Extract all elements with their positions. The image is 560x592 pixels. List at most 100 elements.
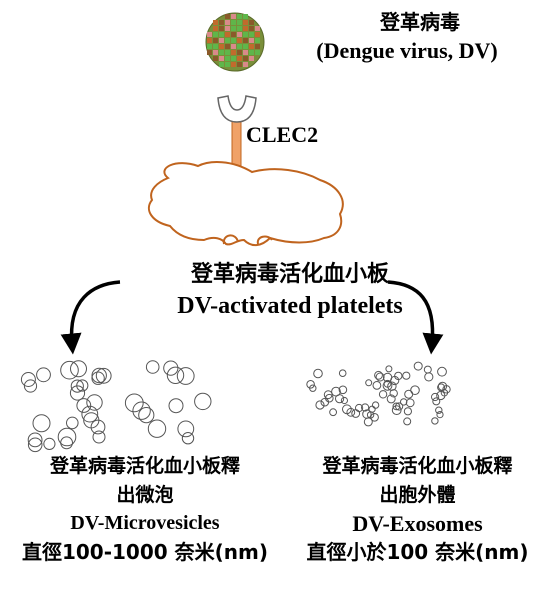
microvesicle <box>181 432 195 445</box>
exosomes-name-zh: 出胞外體 <box>379 484 456 506</box>
exosome <box>387 381 397 391</box>
microvesicle <box>32 414 51 433</box>
exosome <box>410 385 420 396</box>
virus-capsid-tile <box>249 20 254 25</box>
clec2-receptor-icon <box>217 95 257 175</box>
microvesicle <box>95 367 112 384</box>
virus-name-zh: 登革病毒 <box>380 10 460 34</box>
virus-capsid-tile <box>231 56 236 61</box>
virus-capsid-tile <box>231 62 236 67</box>
exosome <box>361 403 370 412</box>
microvesicle <box>168 398 184 414</box>
exosome <box>351 409 361 418</box>
exosome <box>335 394 345 404</box>
exosome <box>382 380 393 391</box>
virus-capsid-tile <box>243 50 248 55</box>
virus-capsid-tile <box>243 14 248 19</box>
exosome <box>372 381 382 390</box>
virus-capsid-tile <box>231 44 236 49</box>
virus-capsid-tile <box>237 38 242 43</box>
exosome <box>395 402 404 411</box>
virus-capsid-tile <box>243 26 248 31</box>
microvesicle <box>86 394 103 411</box>
exosome <box>436 411 444 419</box>
microvesicle <box>69 385 86 401</box>
exosome <box>378 390 388 399</box>
exosome <box>371 401 380 409</box>
exosomes-size: 直徑小於100 奈米(nm) <box>306 540 529 564</box>
virus-capsid-tile <box>225 26 230 31</box>
microvesicle <box>124 393 144 413</box>
exosome <box>437 366 447 377</box>
exosome <box>389 389 398 398</box>
virus-capsid-tile <box>213 38 218 43</box>
virus-capsid-tile <box>231 26 236 31</box>
virus-capsid-tile <box>237 20 242 25</box>
exosome-cluster <box>306 361 451 427</box>
exosome <box>374 370 383 380</box>
virus-capsid-tile <box>231 50 236 55</box>
exosome <box>442 385 451 394</box>
microvesicle <box>60 360 79 380</box>
microvesicle <box>145 360 160 374</box>
microvesicles-name-zh: 出微泡 <box>116 484 174 506</box>
exosome <box>423 365 432 374</box>
virus-capsid-tile <box>237 26 242 31</box>
exosome <box>391 405 402 416</box>
exosome <box>394 371 403 381</box>
exosome <box>432 397 441 406</box>
exosome <box>340 396 348 405</box>
microvesicle <box>90 419 106 435</box>
microvesicle-cluster <box>20 360 212 453</box>
exosomes-description-zh: 登革病毒活化血小板釋 <box>322 455 513 477</box>
exosome <box>405 398 415 408</box>
virus-capsid-tile <box>237 44 242 49</box>
exosome <box>403 417 412 426</box>
virus-capsid-tile <box>219 38 224 43</box>
virus-capsid-tile <box>219 44 224 49</box>
virus-capsid-tile <box>249 56 254 61</box>
arrow-to-microvesicles <box>60 280 121 355</box>
virus-capsid-tile <box>249 26 254 31</box>
exosome <box>338 385 348 395</box>
virus-capsid-tile <box>213 56 218 61</box>
microvesicle <box>138 407 155 424</box>
microvesicle <box>176 367 195 385</box>
virus-capsid-tile <box>213 32 218 37</box>
exosome <box>385 365 393 373</box>
virus-capsid-tile <box>207 44 212 49</box>
virus-capsid-tile <box>243 44 248 49</box>
microvesicle <box>57 427 77 447</box>
microvesicle <box>177 420 195 438</box>
dengue-virus-icon <box>205 12 265 72</box>
exosome <box>436 390 446 401</box>
microvesicle <box>166 366 185 384</box>
virus-capsid-tile <box>249 50 254 55</box>
exosome <box>435 406 443 414</box>
microvesicle <box>194 392 212 411</box>
platelet-pseudopod-1 <box>222 234 239 245</box>
virus-capsid-tile <box>231 14 236 19</box>
virus-capsid-tile <box>213 50 218 55</box>
virus-capsid-tile <box>225 56 230 61</box>
exosome <box>346 407 356 417</box>
activated-platelet-outline <box>147 161 344 246</box>
virus-capsid-tile <box>219 20 224 25</box>
exosome <box>403 407 412 416</box>
virus-capsid-tile <box>255 32 260 37</box>
microvesicle <box>91 371 105 385</box>
exosome <box>370 413 379 422</box>
exosome <box>329 408 338 417</box>
virus-capsid-tile <box>237 62 242 67</box>
virus-capsid-tile <box>249 38 254 43</box>
exosome <box>424 372 434 382</box>
microvesicle <box>27 437 43 453</box>
platelet-name-en: DV-activated platelets <box>177 293 403 319</box>
virus-capsid-tile <box>243 56 248 61</box>
microvesicle <box>66 416 79 430</box>
virus-capsid-tile <box>225 20 230 25</box>
virus-capsid-tile <box>225 14 230 19</box>
virus-capsid-tile <box>231 20 236 25</box>
virus-capsid-tile <box>219 50 224 55</box>
